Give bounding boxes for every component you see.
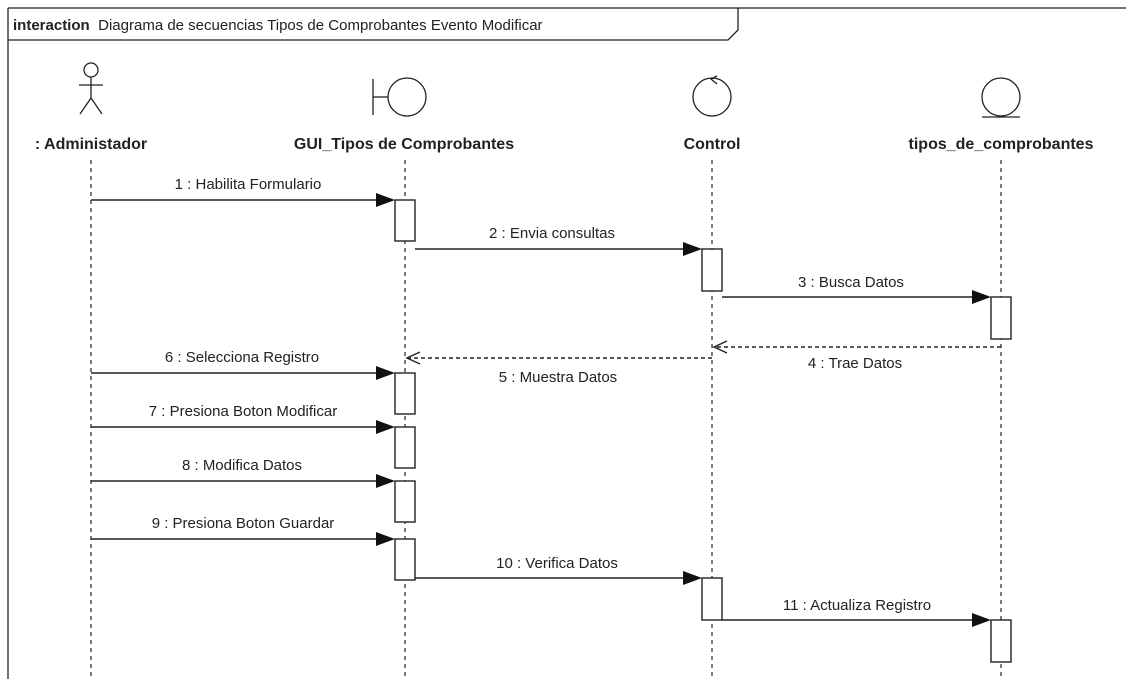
open-arrowhead	[712, 340, 728, 354]
filled-arrowhead	[376, 193, 395, 207]
message-3: 3 : Busca Datos	[722, 274, 991, 304]
activation-bar	[990, 296, 1012, 340]
message-11: 11 : Actualiza Registro	[722, 597, 991, 627]
activation-bar	[701, 577, 723, 621]
message-4: 4 : Trae Datos	[712, 340, 1001, 372]
activation-bar	[394, 426, 416, 469]
lifeline-name-entity: tipos_de_comprobantes	[909, 136, 1094, 153]
message-label: 10 : Verifica Datos	[496, 555, 618, 572]
message-8: 8 : Modifica Datos	[91, 457, 395, 488]
frame-keyword: interaction	[13, 17, 90, 34]
boundary-icon	[372, 77, 427, 117]
lifeline-name-gui: GUI_Tipos de Comprobantes	[294, 136, 514, 153]
filled-arrowhead	[376, 532, 395, 546]
message-label: 1 : Habilita Formulario	[175, 176, 322, 193]
message-9: 9 : Presiona Boton Guardar	[91, 515, 395, 546]
message-2: 2 : Envia consultas	[415, 225, 702, 256]
filled-arrowhead	[376, 420, 395, 434]
filled-arrowhead	[376, 474, 395, 488]
entity-icon	[981, 77, 1021, 118]
lifeline-name-administrador: : Administador	[35, 136, 147, 153]
activation-bar	[394, 372, 416, 415]
activations	[394, 199, 1012, 663]
filled-arrowhead	[683, 242, 702, 256]
message-label: 5 : Muestra Datos	[499, 369, 617, 386]
activation-bar	[394, 199, 416, 242]
message-label: 8 : Modifica Datos	[182, 457, 302, 474]
message-10: 10 : Verifica Datos	[415, 555, 702, 585]
filled-arrowhead	[972, 290, 991, 304]
message-label: 9 : Presiona Boton Guardar	[152, 515, 335, 532]
frame-title: Diagrama de secuencias Tipos de Comproba…	[98, 17, 542, 34]
message-1: 1 : Habilita Formulario	[91, 176, 395, 207]
interaction-frame: interaction Diagrama de secuencias Tipos…	[7, 7, 1126, 679]
activation-bar	[990, 619, 1012, 663]
filled-arrowhead	[683, 571, 702, 585]
frame-label-tab	[8, 8, 739, 41]
message-label: 2 : Envia consultas	[489, 225, 615, 242]
actor-icon	[79, 62, 103, 115]
message-6: 6 : Selecciona Registro	[91, 349, 395, 380]
open-arrowhead	[405, 351, 421, 365]
svg-text:interaction Diagrama de: interaction Diagrama de secuencias Tipos…	[13, 17, 543, 34]
message-label: 7 : Presiona Boton Modificar	[149, 403, 337, 420]
filled-arrowhead	[376, 366, 395, 380]
message-label: 6 : Selecciona Registro	[165, 349, 319, 366]
control-icon	[692, 75, 732, 117]
activation-bar	[701, 248, 723, 292]
activation-bar	[394, 538, 416, 581]
message-7: 7 : Presiona Boton Modificar	[91, 403, 395, 434]
message-label: 11 : Actualiza Registro	[783, 597, 931, 614]
message-label: 4 : Trae Datos	[808, 355, 902, 372]
message-label: 3 : Busca Datos	[798, 274, 904, 291]
filled-arrowhead	[972, 613, 991, 627]
activation-bar	[394, 480, 416, 523]
lifeline-name-control: Control	[684, 136, 741, 153]
message-5: 5 : Muestra Datos	[405, 351, 712, 386]
